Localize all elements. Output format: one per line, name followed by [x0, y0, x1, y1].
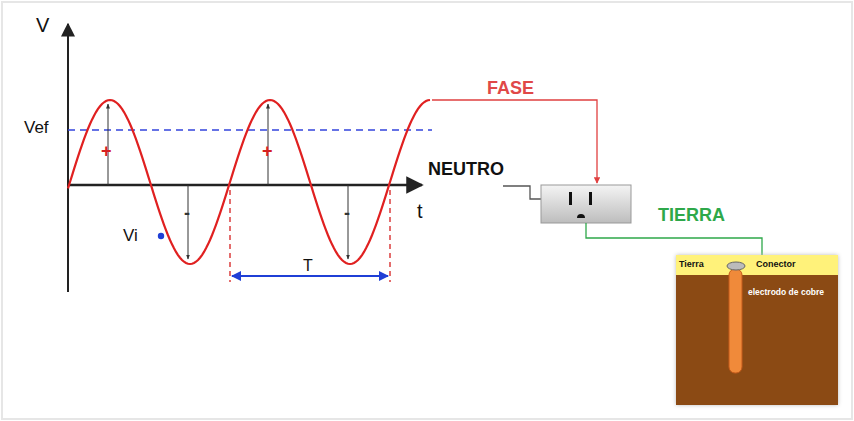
- ground-art: [676, 255, 838, 405]
- vef-label: Vef: [24, 119, 49, 138]
- soil-surface: [676, 255, 838, 275]
- connector-clamp: [727, 262, 745, 270]
- vi-label: Vi: [123, 227, 138, 246]
- vi-dot: [158, 233, 164, 239]
- outlet-slot: [569, 192, 572, 205]
- sign-label: +: [101, 142, 112, 162]
- ground-label: TIERRA: [658, 206, 725, 226]
- outlet-ground-hole: [577, 214, 585, 218]
- period-label: T: [303, 257, 313, 275]
- t-axis: [68, 184, 422, 187]
- axis-label: V: [36, 14, 49, 36]
- ground-text: Tierra: [679, 260, 704, 270]
- v-axis: [67, 24, 69, 292]
- outlet: [541, 185, 631, 223]
- sign-label: -: [344, 204, 350, 224]
- outlet-slot: [589, 192, 592, 205]
- ground-panel: Tierra Conector electrodo de cobre: [676, 255, 838, 405]
- sign-label: +: [262, 142, 273, 162]
- period-mark: [389, 190, 390, 282]
- axis-label: t: [417, 200, 423, 222]
- sine-wave: [68, 100, 430, 264]
- period-mark: [229, 190, 230, 282]
- ground-text: electrodo de cobre: [748, 288, 824, 297]
- period-arrow: [232, 275, 388, 277]
- phase-label: FASE: [487, 79, 534, 99]
- copper-electrode: [729, 269, 742, 373]
- vef-line: [68, 129, 432, 130]
- ground-text: Conector: [756, 260, 796, 270]
- sign-label: -: [184, 204, 190, 224]
- neutral-label: NEUTRO: [428, 160, 504, 180]
